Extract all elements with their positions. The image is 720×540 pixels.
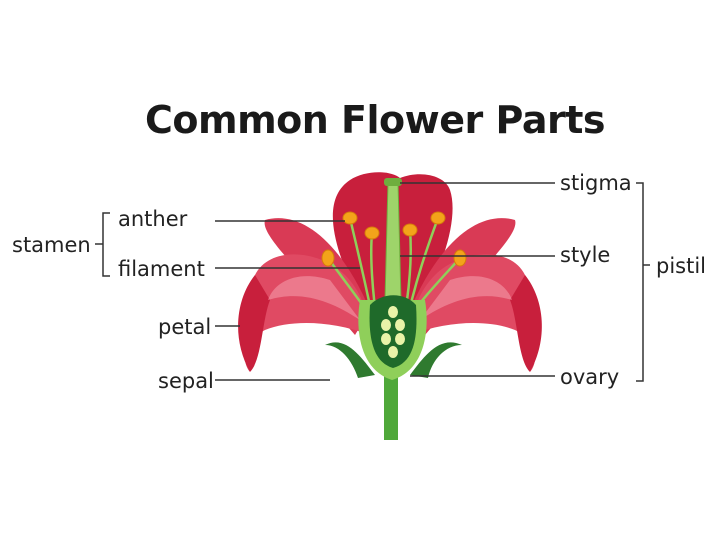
stigma xyxy=(384,178,402,186)
diagram-title: Common Flower Parts xyxy=(144,98,606,142)
label-style: style xyxy=(560,243,610,267)
label-anther: anther xyxy=(118,207,188,231)
petal-left xyxy=(244,254,370,372)
style xyxy=(384,181,402,301)
label-pistil: pistil xyxy=(656,254,706,278)
label-filament: filament xyxy=(118,257,205,281)
leader-lines xyxy=(95,182,650,382)
label-stamen: stamen xyxy=(12,233,91,257)
label-stigma: stigma xyxy=(560,171,632,195)
ovary xyxy=(369,295,417,368)
anthers xyxy=(321,211,467,267)
petal-right xyxy=(410,254,536,372)
ovules xyxy=(381,306,405,358)
label-ovary: ovary xyxy=(560,365,619,389)
label-petal: petal xyxy=(158,315,211,339)
sepal-left xyxy=(325,342,375,378)
stem xyxy=(384,365,398,440)
sepal-right xyxy=(410,342,462,378)
label-sepal: sepal xyxy=(158,369,214,393)
